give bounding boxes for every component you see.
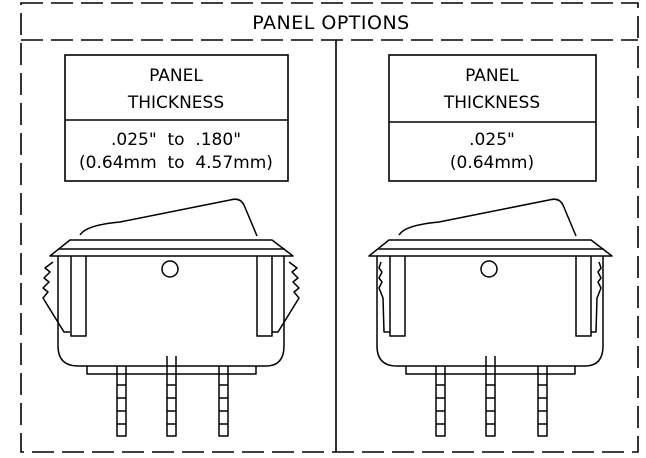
- right-value-line2: (0.64mm): [450, 153, 534, 173]
- right-rocker-switch: [368, 198, 613, 437]
- left-value-line1: .025" to .180": [111, 130, 241, 150]
- right-terminal-2: [485, 356, 496, 437]
- right-header-line1: PANEL: [465, 66, 519, 86]
- left-rocker-switch: [42, 198, 300, 437]
- panel-options-title: PANEL OPTIONS: [252, 12, 409, 34]
- left-housing: [57, 256, 285, 367]
- right-spring-clip-right: [591, 261, 602, 333]
- left-header-line1: PANEL: [149, 66, 203, 86]
- left-indicator-hole: [161, 260, 179, 278]
- left-terminal-1: [116, 366, 127, 437]
- right-terminal-1: [435, 366, 446, 437]
- right-bezel: [368, 239, 613, 257]
- right-value-line1: .025": [469, 130, 515, 150]
- right-terminal-3: [537, 366, 548, 437]
- right-housing: [376, 256, 604, 367]
- left-bezel: [49, 239, 294, 257]
- left-spring-clip-right: [272, 261, 300, 333]
- left-thickness-box: PANEL THICKNESS .025" to .180" (0.64mm t…: [64, 54, 289, 182]
- right-indicator-hole: [480, 260, 498, 278]
- left-rocker-actuator: [79, 198, 258, 237]
- right-thickness-box: PANEL THICKNESS .025" (0.64mm): [388, 54, 597, 182]
- left-spring-clip-left: [42, 261, 70, 333]
- left-header-line2: THICKNESS: [127, 93, 224, 113]
- left-value-line2: (0.64mm to 4.57mm): [79, 153, 273, 173]
- right-header-line2: THICKNESS: [443, 93, 540, 113]
- right-spring-clip-left: [378, 261, 390, 333]
- left-terminal-3: [218, 366, 229, 437]
- outer-frame: [20, 2, 639, 453]
- right-rocker-actuator: [398, 198, 577, 237]
- left-terminal-2: [166, 356, 177, 437]
